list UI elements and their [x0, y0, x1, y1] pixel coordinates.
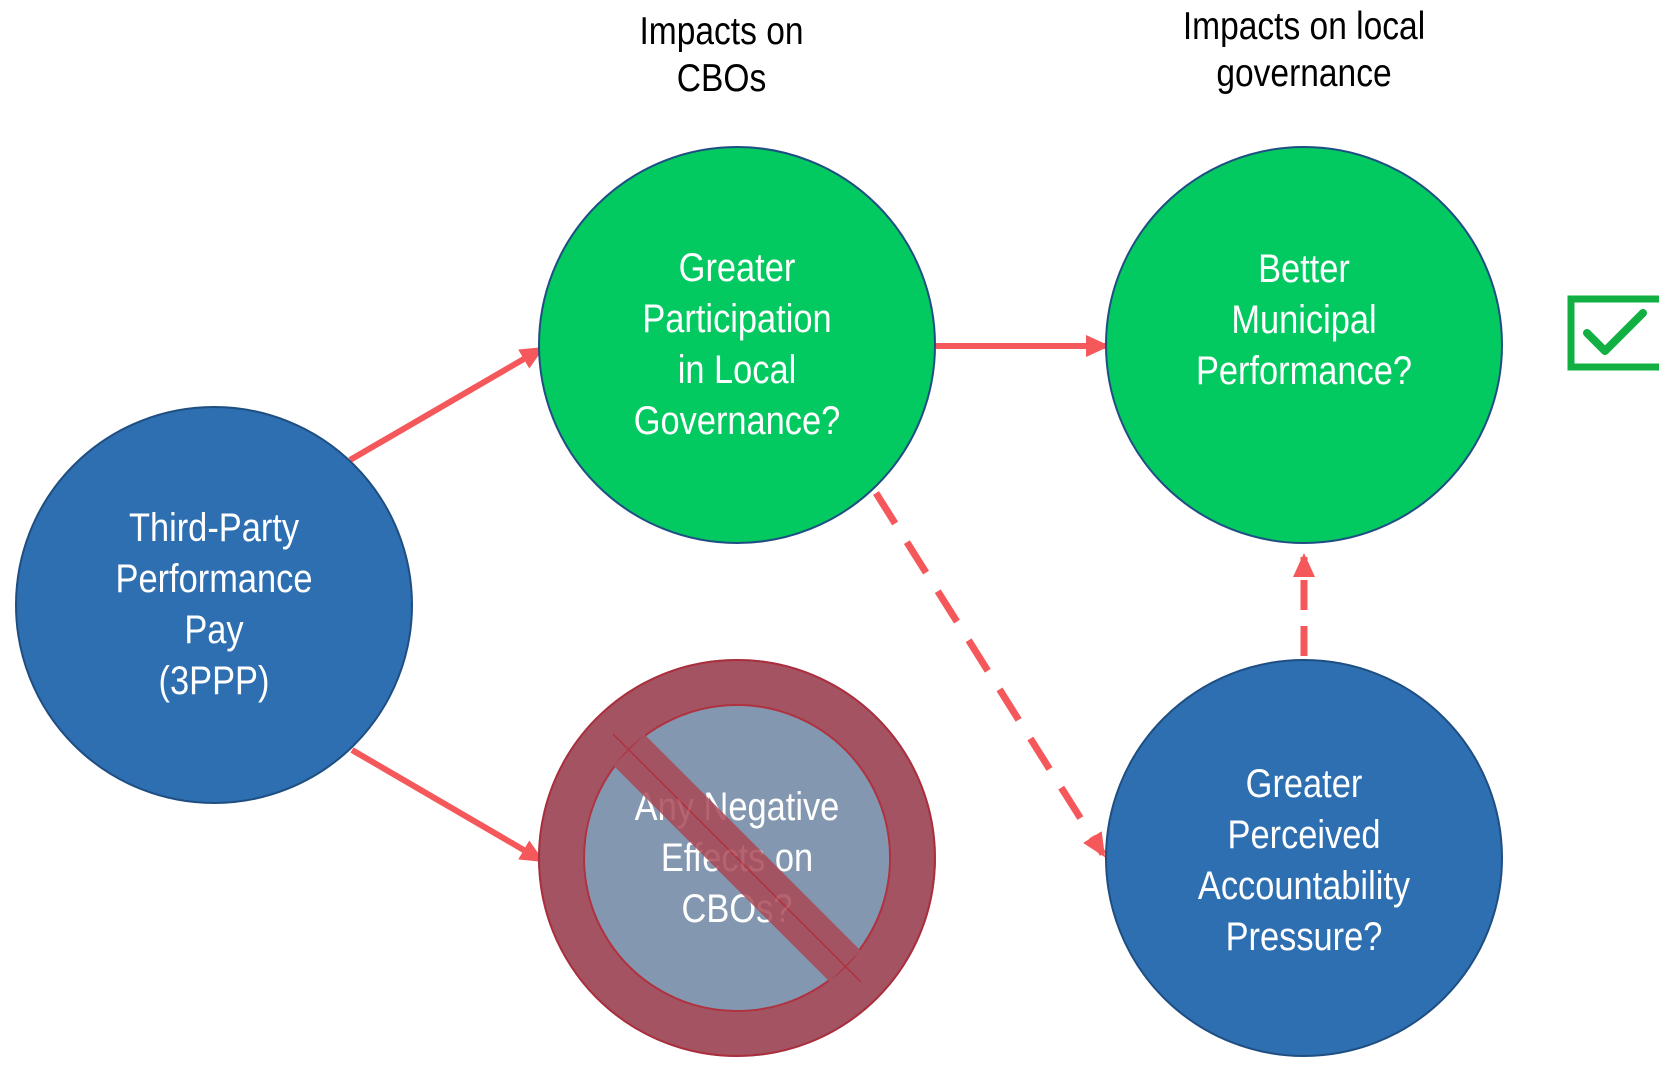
- heading-cbos-line-1: Impacts on: [639, 10, 804, 53]
- node-line: Greater: [1245, 762, 1363, 806]
- heading-governance-line-1: Impacts on local: [1182, 5, 1426, 48]
- node-greater-perceived-circle: [1105, 659, 1503, 1057]
- node-line: Performance?: [1195, 348, 1413, 393]
- node-line: Governance?: [633, 399, 841, 443]
- node-line: (3PPP): [158, 659, 270, 703]
- check-icon: [1567, 295, 1659, 371]
- node-greater-participation-label: Greater Participation in Local Governanc…: [591, 195, 883, 495]
- node-better-municipal-label: Better Municipal Performance?: [1158, 170, 1450, 470]
- node-line: Pay: [184, 608, 244, 652]
- heading-impacts-on-cbos: Impacts on CBOs: [617, 8, 826, 102]
- arrow-3ppp-to-negative-effects: [350, 747, 545, 863]
- heading-cbos-line-2: CBOs: [676, 57, 767, 100]
- node-line: Participation: [642, 297, 832, 341]
- node-line: in Local: [677, 348, 797, 392]
- node-line: Third-Party: [128, 506, 300, 550]
- node-greater-participation-circle: [538, 146, 936, 544]
- node-line: Pressure?: [1225, 915, 1383, 959]
- node-line: Performance: [115, 557, 313, 601]
- arrow-3ppp-to-participation: [348, 346, 545, 463]
- node-line: Greater: [678, 246, 796, 290]
- node-line: Municipal: [1231, 297, 1377, 342]
- heading-impacts-on-local-governance: Impacts on local governance: [1154, 3, 1453, 97]
- node-line: Better: [1258, 246, 1350, 291]
- node-line: Accountability: [1197, 864, 1411, 908]
- node-third-party-circle: [15, 406, 413, 804]
- heading-governance-line-2: governance: [1216, 52, 1392, 95]
- node-better-municipal-circle: [1105, 146, 1503, 544]
- node-third-party-label: Third-Party Performance Pay (3PPP): [68, 455, 360, 755]
- node-line: Perceived: [1227, 813, 1381, 857]
- arrow-participation-to-accountability-dashed: [873, 491, 1106, 858]
- node-greater-perceived-label: Greater Perceived Accountability Pressur…: [1158, 711, 1450, 1011]
